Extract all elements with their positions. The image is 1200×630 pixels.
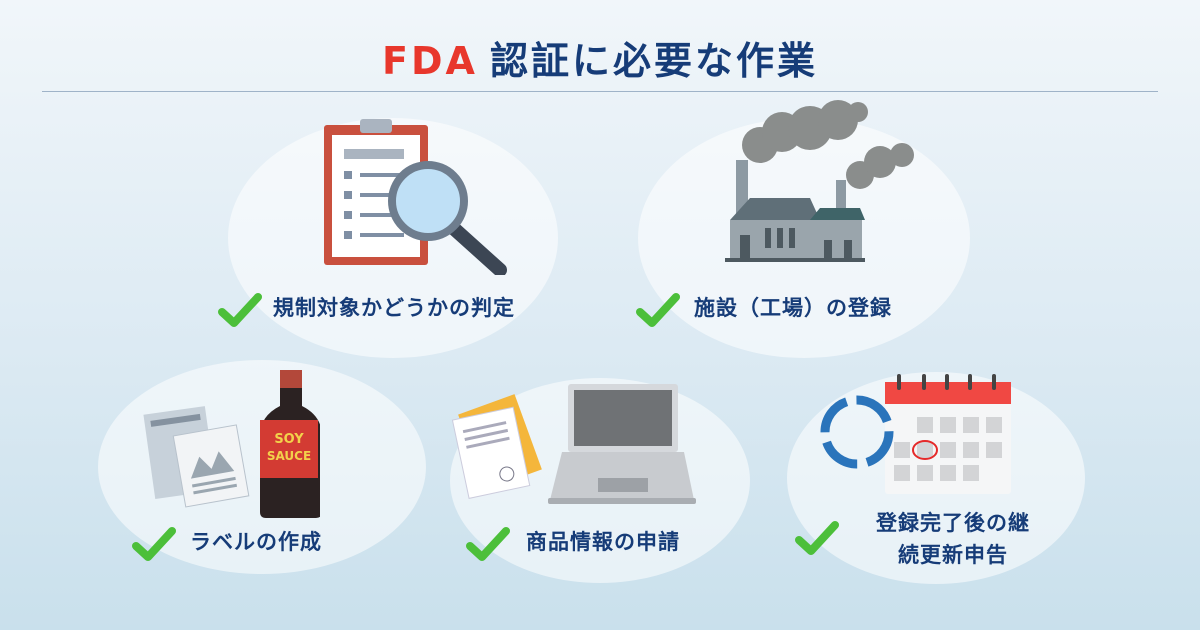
item-label: 登録完了後の継続更新申告 <box>858 507 1048 571</box>
divider <box>42 91 1158 92</box>
item-label: ラベルの作成 <box>190 530 322 554</box>
title-main: 認証に必要な作業 <box>489 39 818 83</box>
check-icon <box>218 293 262 327</box>
check-icon <box>466 527 510 561</box>
item-label: 規制対象かどうかの判定 <box>273 296 515 320</box>
item-label-line: 続更新申告 <box>898 543 1008 567</box>
check-icon <box>636 293 680 327</box>
calendar-renewal-icon <box>820 374 1011 494</box>
clipboard-magnifier-icon <box>324 119 507 275</box>
check-icon <box>132 527 176 561</box>
bottle-label-text: SAUCE <box>267 449 311 463</box>
bottle-label-text: SOY <box>274 432 304 447</box>
laptop-documents-icon <box>451 384 696 504</box>
check-icon <box>795 521 839 555</box>
item-label-line: 登録完了後の継 <box>876 511 1030 535</box>
title-prefix: FDA <box>382 39 478 83</box>
factory-icon <box>725 100 914 262</box>
item-label: 施設（工場）の登録 <box>694 296 892 320</box>
label-bottle-icon: SOY SAUCE <box>143 370 320 518</box>
item-label: 商品情報の申請 <box>526 530 680 554</box>
